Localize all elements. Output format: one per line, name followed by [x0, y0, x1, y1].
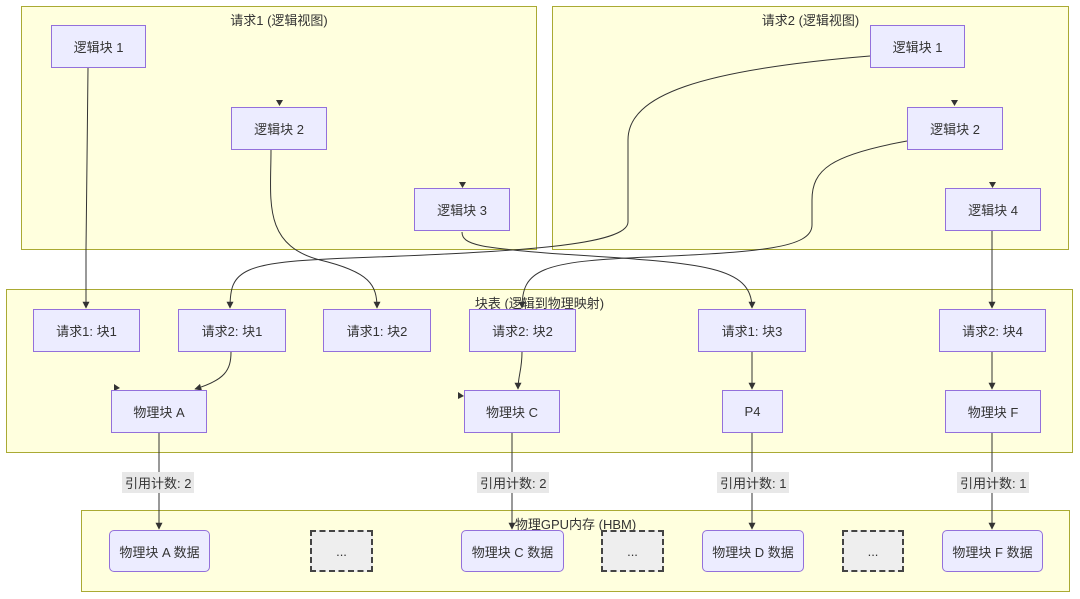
- table-physical-block-f[interactable]: 物理块 F: [945, 390, 1041, 433]
- hbm-physical-block-c-data[interactable]: 物理块 C 数据: [461, 530, 564, 572]
- hbm-physical-block-d-data[interactable]: 物理块 D 数据: [702, 530, 804, 572]
- cluster-hbm-title: 物理GPU内存 (HBM): [514, 517, 637, 532]
- req2-logical-block-4[interactable]: 逻辑块 4: [945, 188, 1041, 231]
- refcount-label-c: 引用计数: 2: [477, 472, 550, 493]
- table-req2-block2[interactable]: 请求2: 块2: [469, 309, 576, 352]
- refcount-label-f: 引用计数: 1: [957, 472, 1030, 493]
- table-req1-block1[interactable]: 请求1: 块1: [33, 309, 140, 352]
- hbm-gap-1: ...: [310, 530, 373, 572]
- hbm-gap-2: ...: [601, 530, 664, 572]
- refcount-label-a: 引用计数: 2: [122, 472, 195, 493]
- table-req2-block1[interactable]: 请求2: 块1: [178, 309, 286, 352]
- req1-logical-block-3[interactable]: 逻辑块 3: [414, 188, 510, 231]
- req2-logical-block-2[interactable]: 逻辑块 2: [907, 107, 1003, 150]
- table-physical-block-a[interactable]: 物理块 A: [111, 390, 207, 433]
- cluster-request2-title: 请求2 (逻辑视图): [761, 13, 860, 28]
- req1-logical-block-1[interactable]: 逻辑块 1: [51, 25, 146, 68]
- hbm-physical-block-a-data[interactable]: 物理块 A 数据: [109, 530, 210, 572]
- table-physical-block-c[interactable]: 物理块 C: [464, 390, 560, 433]
- hbm-physical-block-f-data[interactable]: 物理块 F 数据: [942, 530, 1043, 572]
- table-req1-block3[interactable]: 请求1: 块3: [698, 309, 806, 352]
- hbm-gap-3: ...: [842, 530, 904, 572]
- table-req1-block2[interactable]: 请求1: 块2: [323, 309, 431, 352]
- table-physical-block-p4[interactable]: P4: [722, 390, 783, 433]
- cluster-hbm: 物理GPU内存 (HBM): [81, 510, 1070, 592]
- req1-logical-block-2[interactable]: 逻辑块 2: [231, 107, 327, 150]
- table-req2-block4[interactable]: 请求2: 块4: [939, 309, 1046, 352]
- refcount-label-p4: 引用计数: 1: [717, 472, 790, 493]
- req2-logical-block-1[interactable]: 逻辑块 1: [870, 25, 965, 68]
- cluster-request1-title: 请求1 (逻辑视图): [230, 13, 328, 28]
